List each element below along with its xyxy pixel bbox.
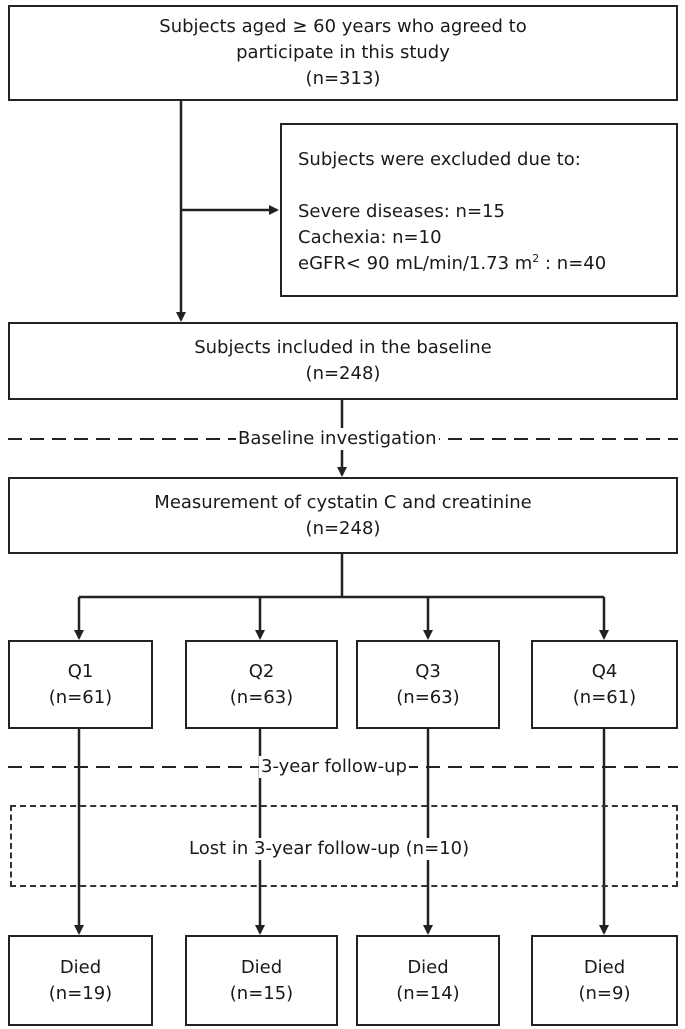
died-box-q4: Died (n=9) [531,935,678,1026]
died-box-q3: Died (n=14) [356,935,500,1026]
died-label: Died [583,956,626,978]
quartile-count: (n=61) [572,686,637,708]
exclusion-cachexia: Cachexia: n=10 [298,227,442,248]
exclusion-severe-diseases: Severe diseases: n=15 [298,201,505,222]
died-box-q1: Died (n=19) [8,935,153,1026]
died-box-q2: Died (n=15) [185,935,338,1026]
quartile-count: (n=63) [229,686,294,708]
quartile-box-q2: Q2 (n=63) [185,640,338,729]
died-label: Died [407,956,449,978]
followup-phase-label: 3-year follow-up [259,756,409,778]
quartile-count: (n=61) [48,686,113,708]
enrolled-line-2: participate in this study [236,42,450,63]
lost-to-followup-region [10,805,678,887]
quartile-box-q4: Q4 (n=61) [531,640,678,729]
died-count: (n=14) [396,982,460,1004]
quartile-label: Q2 [248,660,275,682]
lost-to-followup-label: Lost in 3-year follow-up (n=10) [187,838,472,860]
quartile-count: (n=63) [396,686,460,708]
died-label: Died [59,956,102,978]
died-count: (n=19) [48,982,113,1004]
exclusion-header: Subjects were excluded due to: [298,149,581,170]
quartile-box-q3: Q3 (n=63) [356,640,500,729]
exclusion-box: Subjects were excluded due to: Severe di… [280,123,678,297]
egfr-count: : n=40 [539,253,607,274]
exclusion-egfr: eGFR< 90 mL/min/1.73 m2 : n=40 [298,251,606,277]
quartile-box-q1: Q1 (n=61) [8,640,153,729]
baseline-count: (n=248) [305,363,381,384]
measurement-label: Measurement of cystatin C and creatinine [154,491,532,513]
died-count: (n=9) [578,982,631,1004]
quartile-label: Q3 [415,660,441,682]
baseline-phase-label: Baseline investigation [236,428,439,450]
enrolled-line-1: Subjects aged ≥ 60 years who agreed to [159,16,527,37]
enrolled-count: (n=313) [305,68,381,89]
died-label: Died [240,956,283,978]
enrolled-subjects-box: Subjects aged ≥ 60 years who agreed to p… [8,5,678,101]
quartile-label: Q1 [67,660,94,682]
quartile-label: Q4 [591,660,618,682]
measurement-box: Measurement of cystatin C and creatinine… [8,477,678,554]
measurement-count: (n=248) [305,517,381,539]
died-count: (n=15) [229,982,294,1004]
egfr-text: eGFR< 90 mL/min/1.73 m [298,253,533,274]
egfr-superscript: 2 [532,252,540,265]
baseline-box: Subjects included in the baseline (n=248… [8,322,678,400]
baseline-label: Subjects included in the baseline [194,337,492,358]
